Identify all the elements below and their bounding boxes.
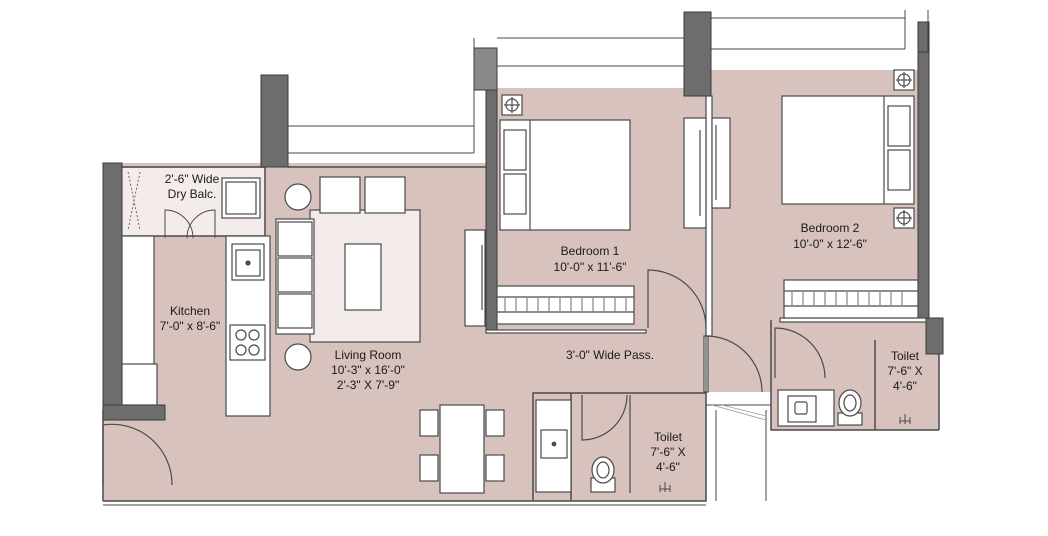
wc-icon [590, 456, 616, 493]
kitchen-counter [121, 235, 271, 417]
label-living: Living Room [335, 348, 402, 362]
dining-table [439, 404, 485, 494]
label-bedroom2: Bedroom 2 [801, 221, 860, 235]
toilet2-fixtures [777, 389, 911, 427]
ac-point-icon [501, 94, 523, 116]
washing-machine-icon [221, 177, 261, 219]
label-toilet2-size2: 4'-6" [893, 379, 917, 393]
living-furniture [275, 176, 505, 494]
wall-bed1-right-top [683, 11, 712, 97]
wall-toilet2-top [925, 317, 944, 355]
label-kitchen-size: 7'-0" x 8'-6" [160, 319, 220, 333]
label-living-size: 10'-3" x 16'-0" [331, 363, 405, 377]
toilet1-door [581, 394, 628, 441]
bed-icon [499, 119, 631, 231]
entrance-door [102, 423, 173, 486]
armchair-icon [319, 176, 361, 214]
floor-passage [706, 320, 771, 392]
label-passage: 3'-0" Wide Pass. [566, 348, 654, 362]
sofa-icon [275, 218, 315, 335]
wall-bed1-pillar [473, 47, 498, 91]
coffee-table [344, 243, 382, 311]
wardrobe-icon [783, 279, 919, 319]
wall-living-pillar [260, 74, 289, 168]
label-bedroom1: Bedroom 1 [561, 244, 620, 258]
wall-bed2-pillar [917, 21, 929, 53]
ac-point-icon [893, 69, 915, 91]
side-table-icon [284, 183, 312, 211]
duct-shaft [711, 404, 767, 421]
label-bedroom1-size: 10'-0" x 11'-6" [554, 260, 627, 274]
label-toilet1-size2: 4'-6" [656, 460, 680, 474]
wc-icon [837, 389, 863, 426]
armchair-icon [364, 176, 406, 214]
dry-balcony-fixtures [127, 171, 261, 239]
room-labels: 2'-6" Wide Dry Balc. Kitchen 7'-0" x 8'-… [160, 172, 923, 474]
label-dry-balc-2: Dry Balc. [168, 187, 217, 201]
label-kitchen: Kitchen [170, 304, 210, 318]
wall-bed2-right [917, 21, 930, 321]
shower-icon [899, 414, 911, 424]
toilet1-fixtures [535, 394, 671, 493]
thick-walls [102, 11, 944, 421]
label-toilet1: Toilet [654, 430, 683, 444]
label-toilet2: Toilet [891, 349, 920, 363]
wall-kitchen-bottom [102, 404, 166, 421]
label-bedroom2-size: 10'-0" x 12'-6" [793, 237, 867, 251]
label-toilet1-size1: 7'-6" X [650, 445, 685, 459]
label-toilet2-size1: 7'-6" X [887, 364, 922, 378]
bedroom1-furniture [496, 94, 707, 325]
wardrobe-icon [496, 285, 635, 325]
bedroom1-door [647, 269, 707, 329]
label-living-extra: 2'-3" X 7'-9" [337, 378, 399, 392]
label-dry-balc-1: 2'-6" Wide [165, 172, 220, 186]
side-table-icon [284, 343, 312, 371]
wash-basin-icon [787, 395, 817, 423]
bedroom2-furniture [711, 69, 919, 319]
cooktop-icon [229, 324, 266, 361]
shower-icon [659, 482, 671, 492]
wall-left [102, 162, 123, 421]
passage-doors [705, 327, 826, 393]
ac-point-icon [893, 207, 915, 229]
